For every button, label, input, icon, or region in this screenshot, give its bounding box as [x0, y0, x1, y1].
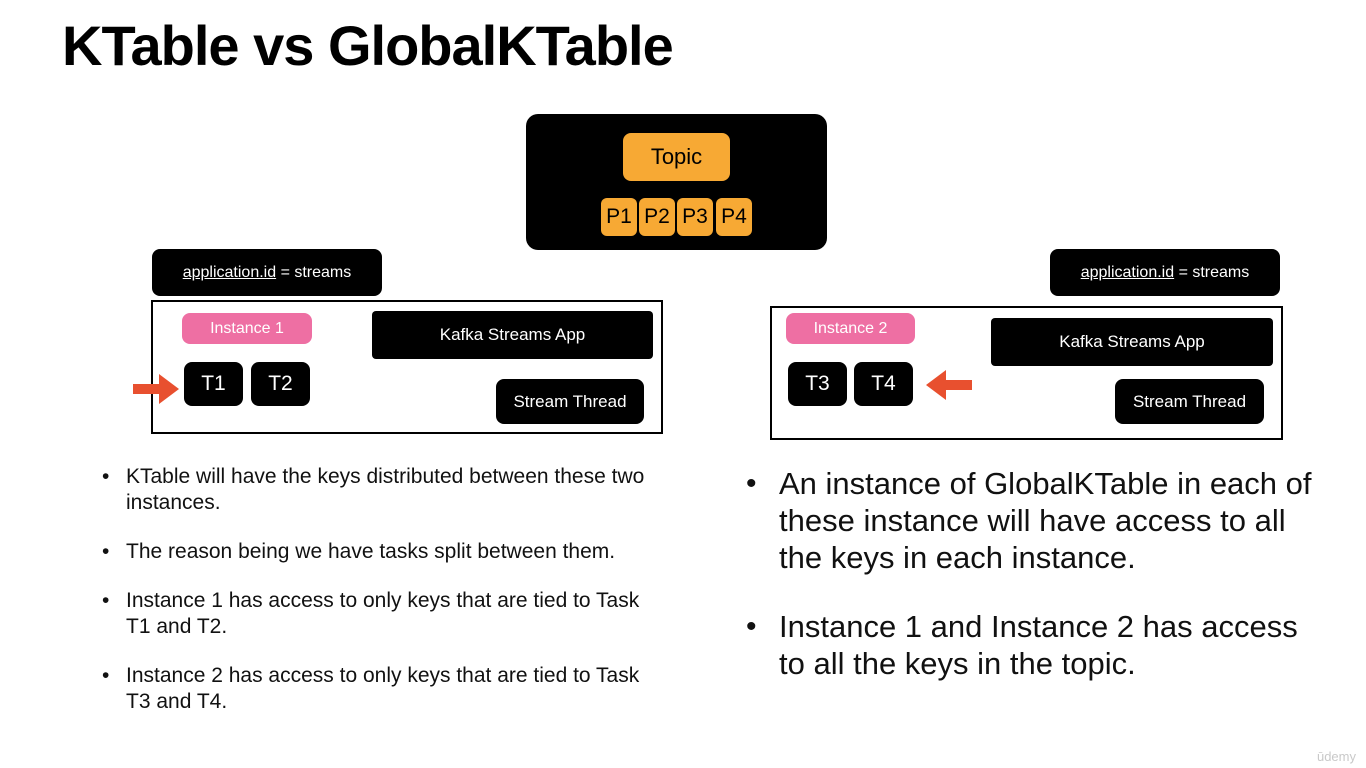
topic-label: Topic [623, 133, 730, 181]
partition-p4: P4 [716, 198, 752, 236]
left-kafka-streams-app: Kafka Streams App [372, 311, 653, 359]
left-stream-thread: Stream Thread [496, 379, 644, 424]
left-application-id-badge: application.id = streams [152, 249, 382, 296]
task-t4: T4 [854, 362, 913, 406]
left-bullet-2: The reason being we have tasks split bet… [102, 539, 662, 565]
instance-2-label: Instance 2 [786, 313, 915, 344]
right-kafka-streams-app: Kafka Streams App [991, 318, 1273, 366]
partition-p2: P2 [639, 198, 675, 236]
application-id-value: = streams [1174, 263, 1250, 281]
right-bullet-1: An instance of GlobalKTable in each of t… [746, 465, 1326, 576]
right-bullet-2: Instance 1 and Instance 2 has access to … [746, 608, 1326, 682]
right-application-id-badge: application.id = streams [1050, 249, 1280, 296]
task-t1: T1 [184, 362, 243, 406]
right-stream-thread: Stream Thread [1115, 379, 1264, 424]
partition-p3: P3 [677, 198, 713, 236]
left-bullet-3: Instance 1 has access to only keys that … [102, 588, 662, 640]
left-bullet-1: KTable will have the keys distributed be… [102, 464, 662, 516]
partition-p1: P1 [601, 198, 637, 236]
application-id-key: application.id [1080, 263, 1175, 281]
task-t3: T3 [788, 362, 847, 406]
application-id-key: application.id [182, 263, 277, 281]
arrow-right-icon [133, 374, 179, 404]
application-id-value: = streams [276, 263, 352, 281]
left-bullet-4: Instance 2 has access to only keys that … [102, 663, 662, 715]
udemy-watermark: ūdemy [1316, 749, 1356, 764]
task-t2: T2 [251, 362, 310, 406]
instance-1-label: Instance 1 [182, 313, 312, 344]
left-bullet-list: KTable will have the keys distributed be… [102, 464, 662, 738]
arrow-left-icon [926, 370, 972, 400]
right-bullet-list: An instance of GlobalKTable in each of t… [746, 465, 1326, 714]
slide-title: KTable vs GlobalKTable [62, 14, 674, 77]
